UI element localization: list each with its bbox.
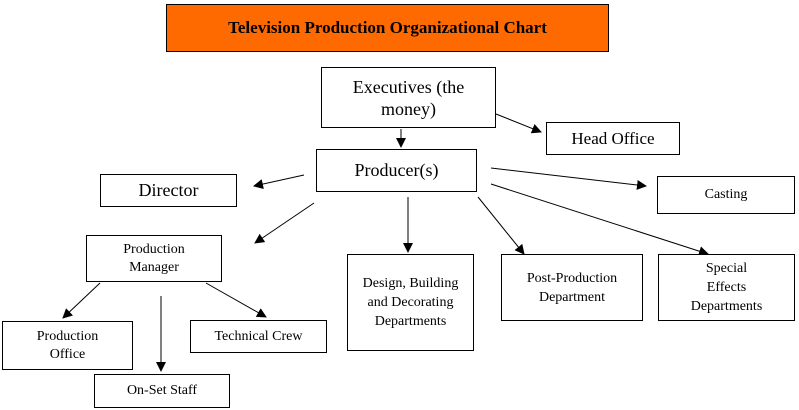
node-production-manager: Production Manager <box>86 235 222 282</box>
node-director: Director <box>100 174 237 207</box>
arrow-producers-to-casting <box>490 167 647 190</box>
node-post-production: Post-Production Department <box>501 254 643 321</box>
node-special-effects: Special Effects Departments <box>658 254 795 321</box>
arrow-producers-to-director <box>253 174 305 189</box>
node-technical-crew: Technical Crew <box>190 320 327 353</box>
node-on-set-staff: On-Set Staff <box>94 374 230 408</box>
arrow-producers-to-special-effects <box>490 183 709 256</box>
node-production-office: Production Office <box>2 321 133 370</box>
chart-title: Television Production Organizational Cha… <box>166 4 609 52</box>
node-design-building-decorating: Design, Building and Decorating Departme… <box>347 254 474 351</box>
arrow-executives-to-head-office <box>495 113 542 134</box>
node-casting: Casting <box>657 176 795 214</box>
node-head-office: Head Office <box>546 122 680 155</box>
arrow-producers-to-post-production <box>477 196 525 255</box>
node-executives: Executives (the money) <box>321 67 496 128</box>
arrow-manager-to-technical-crew <box>205 282 267 318</box>
arrow-manager-to-production-office <box>62 282 101 319</box>
arrow-producers-to-production-manager <box>254 202 315 244</box>
node-producers: Producer(s) <box>316 149 477 192</box>
